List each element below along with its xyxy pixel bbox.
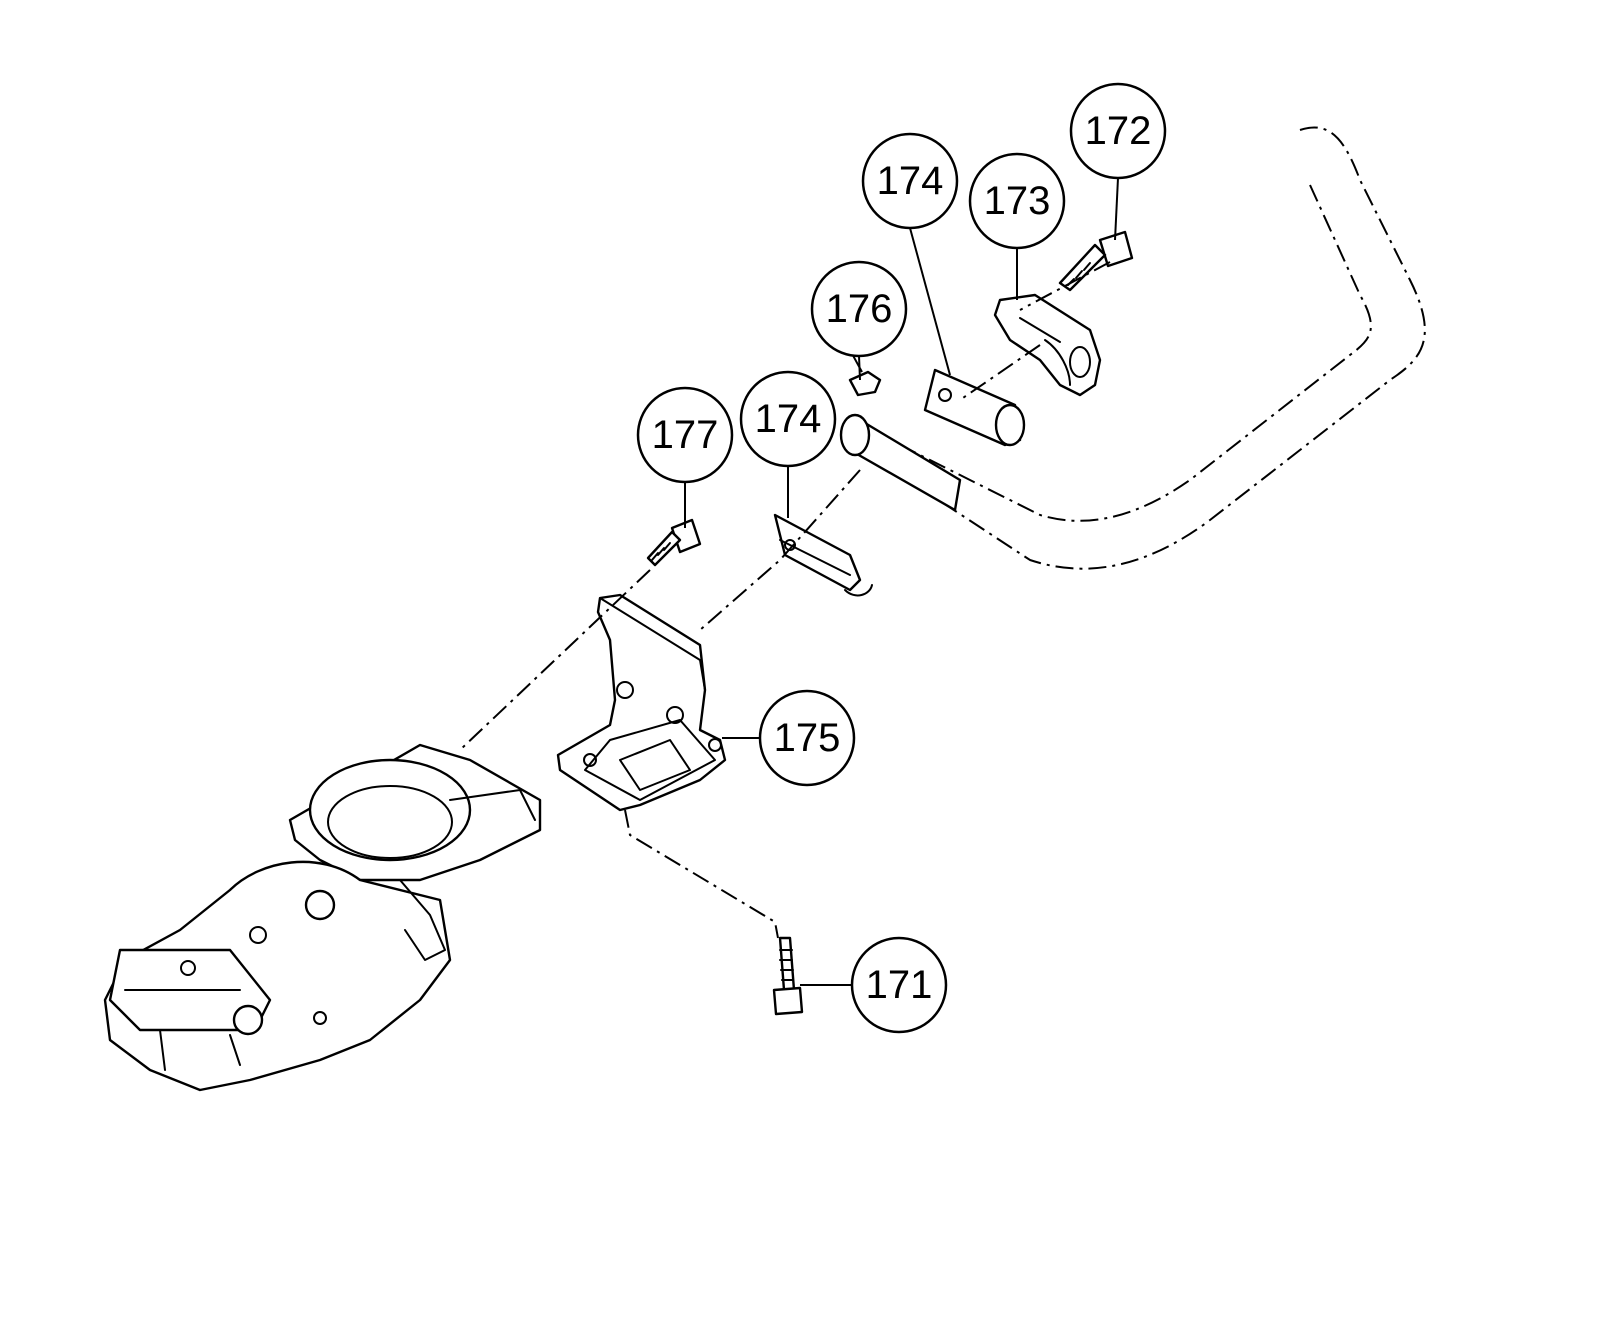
callout-label: 174 [755, 397, 822, 441]
callout-label: 177 [652, 413, 719, 457]
callout-176: 176 [810, 260, 908, 358]
sleeve-174-upper [923, 368, 1026, 447]
callout-175: 175 [758, 689, 856, 787]
bracket-175 [556, 593, 727, 812]
leader-lines [684, 177, 1119, 986]
nut-176 [848, 370, 882, 397]
callout-label: 171 [866, 963, 933, 1007]
callout-174-lower: 174 [739, 370, 837, 468]
sleeve-174-lower [773, 513, 873, 597]
callout-174-upper: 174 [861, 132, 959, 230]
carburetor-body [103, 743, 542, 1092]
bolt-177 [646, 518, 702, 567]
callout-label: 174 [877, 159, 944, 203]
callout-172: 172 [1069, 82, 1167, 180]
bolt-171 [772, 936, 804, 1016]
callout-label: 175 [774, 716, 841, 760]
handlebar-tube [839, 126, 1426, 570]
callout-177: 177 [636, 386, 734, 484]
callout-label: 176 [826, 287, 893, 331]
callout-171: 171 [850, 936, 948, 1034]
bolt-172 [1058, 230, 1134, 292]
clamp-173 [993, 293, 1102, 397]
callout-label: 173 [984, 179, 1051, 223]
callout-173: 173 [968, 152, 1066, 250]
assembly-lines [459, 261, 1111, 939]
callout-label: 172 [1085, 109, 1152, 153]
